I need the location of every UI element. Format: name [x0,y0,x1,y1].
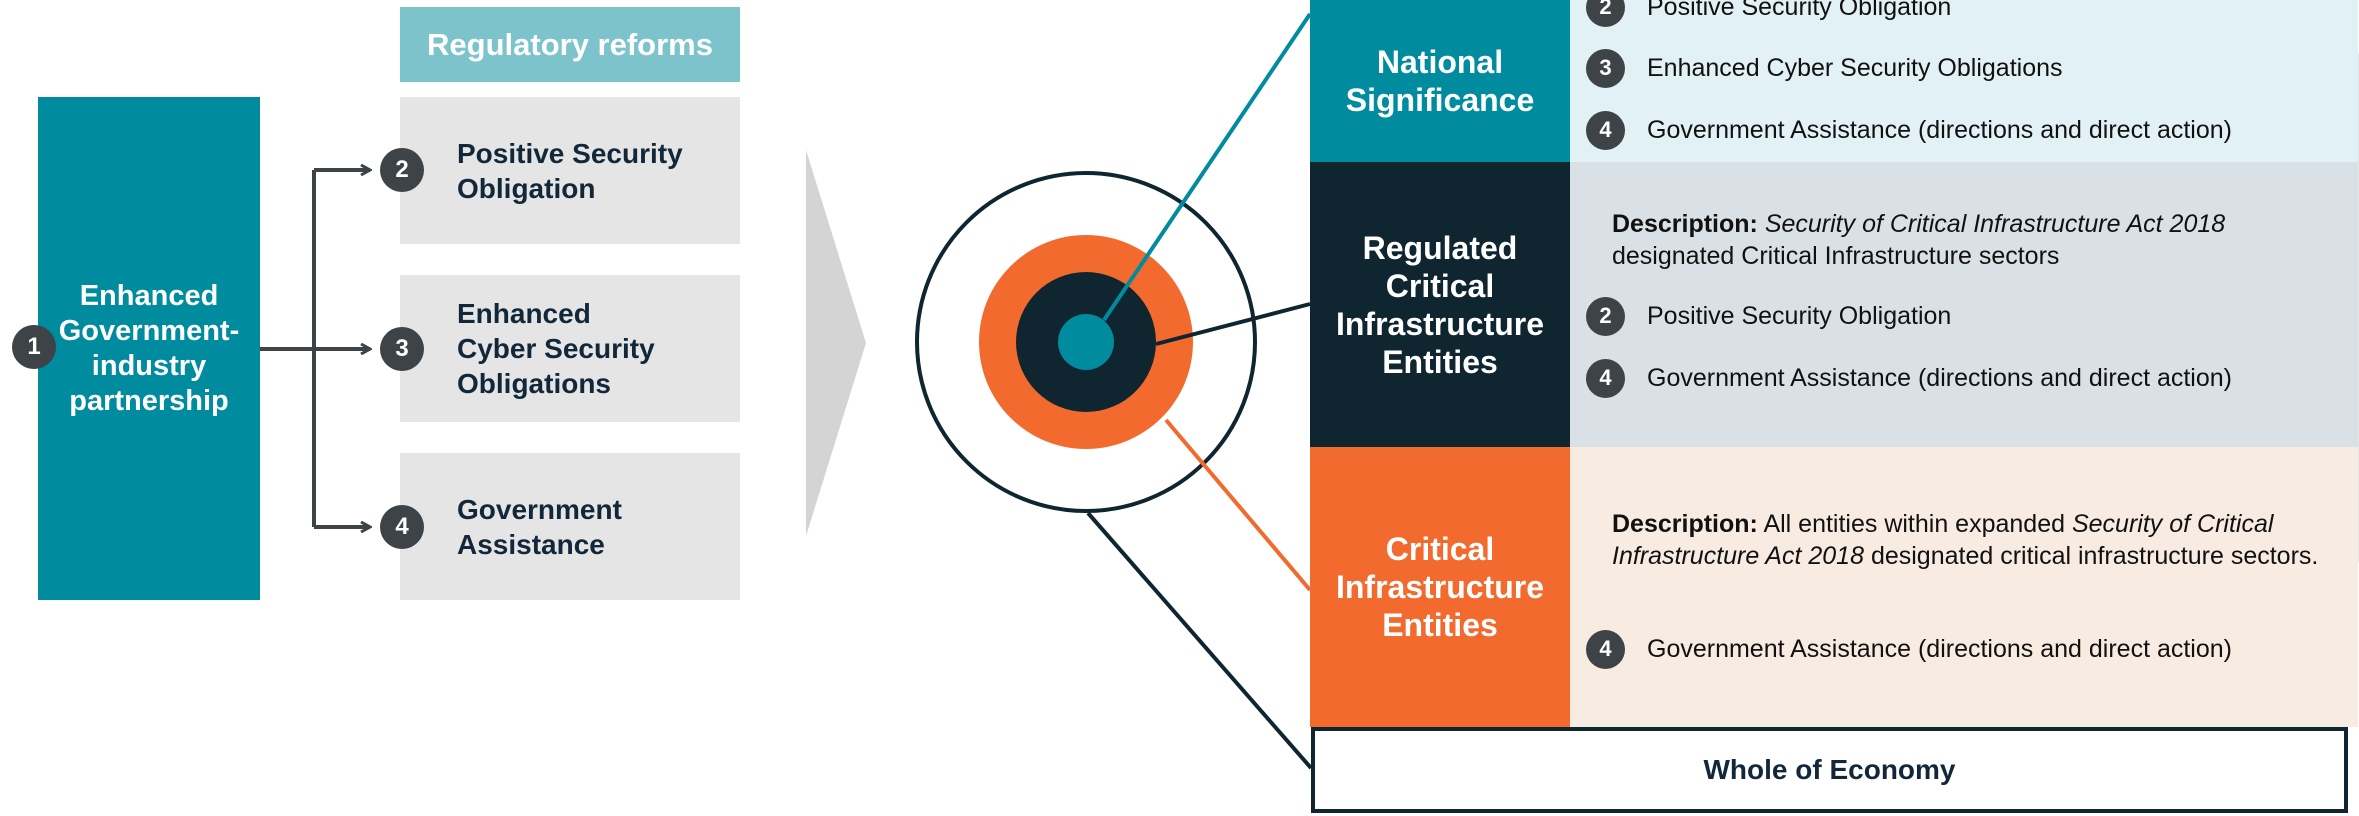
leader-lines [1086,12,1313,770]
act-name: Security of Critical Infrastructure Act … [1612,510,2274,570]
description-text: All entities within expanded [1763,510,2066,538]
tier-critical-label: Critical Infrastructure Entities [1310,447,1570,727]
concentric-target [915,171,1257,513]
tier-national-significance-body: 2 Positive Security Obligation 3 Enhance… [1570,0,2358,162]
obligation-row: 3 Enhanced Cyber Security Obligations [1586,46,2063,90]
tier-description: Description: Security of Critical Infras… [1612,208,2340,272]
tier-label-text: Critical Infrastructure Entities [1335,531,1545,643]
tier-label-text: National Significance [1345,44,1535,118]
description-text: designated critical infrastructure secto… [1870,542,2319,570]
badge-1: 1 [12,325,56,369]
tier-label-text: Regulated Critical Infrastructure Entiti… [1335,229,1545,380]
whole-of-economy-box: Whole of Economy [1311,727,2348,813]
reform-label: Government Assistance [457,493,622,560]
badge-2: 2 [380,148,424,192]
chevron-arrow [806,150,866,536]
reform-positive-security: Positive Security Obligation [400,97,740,244]
reform-government-assistance: Government Assistance [400,453,740,600]
badge-4: 4 [1586,629,1625,669]
tier-regulated-label: Regulated Critical Infrastructure Entiti… [1310,162,1570,447]
tier-regulated-body: Description: Security of Critical Infras… [1570,162,2358,447]
badge-3: 3 [380,327,424,371]
badge-4: 4 [380,505,424,549]
description-label: Description: [1612,210,1758,238]
obligation-row: 2 Positive Security Obligation [1586,0,1951,29]
reform-label: Positive Security Obligation [457,137,683,204]
tier-description: Description: All entities within expande… [1612,508,2340,572]
partnership-box: Enhanced Government- industry partnershi… [38,97,260,600]
tier-critical-body: Description: All entities within expande… [1570,447,2358,727]
connector-arrows [260,170,370,527]
obligation-text: Positive Security Obligation [1647,302,1952,330]
badge-3: 3 [1586,48,1625,88]
act-name: Security of Critical Infrastructure Act … [1764,210,2226,238]
badge-2: 2 [1586,296,1625,336]
obligation-row: 2 Positive Security Obligation [1586,294,1951,338]
partnership-label: Enhanced Government- industry partnershi… [58,279,240,417]
obligation-row: 4 Government Assistance (directions and … [1586,108,2232,152]
obligation-text: Government Assistance (directions and di… [1647,635,2232,663]
obligation-text: Enhanced Cyber Security Obligations [1647,54,2063,82]
obligation-text: Government Assistance (directions and di… [1647,364,2232,392]
badge-4: 4 [1586,110,1625,150]
obligation-text: Government Assistance (directions and di… [1647,116,2232,144]
badge-4: 4 [1586,358,1625,398]
whole-of-economy-label: Whole of Economy [1703,754,1956,785]
description-label: Description: [1612,510,1758,538]
reform-enhanced-cyber: Enhanced Cyber Security Obligations [400,275,740,422]
regulatory-reforms-header: Regulatory reforms [400,7,740,82]
obligation-row: 4 Government Assistance (directions and … [1586,356,2232,400]
badge-2: 2 [1586,0,1625,27]
obligation-text: Positive Security Obligation [1647,0,1952,21]
obligation-row: 4 Government Assistance (directions and … [1586,627,2232,671]
description-text: designated Critical Infrastructure secto… [1612,242,2060,270]
reform-label: Enhanced Cyber Security Obligations [457,298,655,399]
tier-national-significance-label: National Significance [1310,0,1570,162]
